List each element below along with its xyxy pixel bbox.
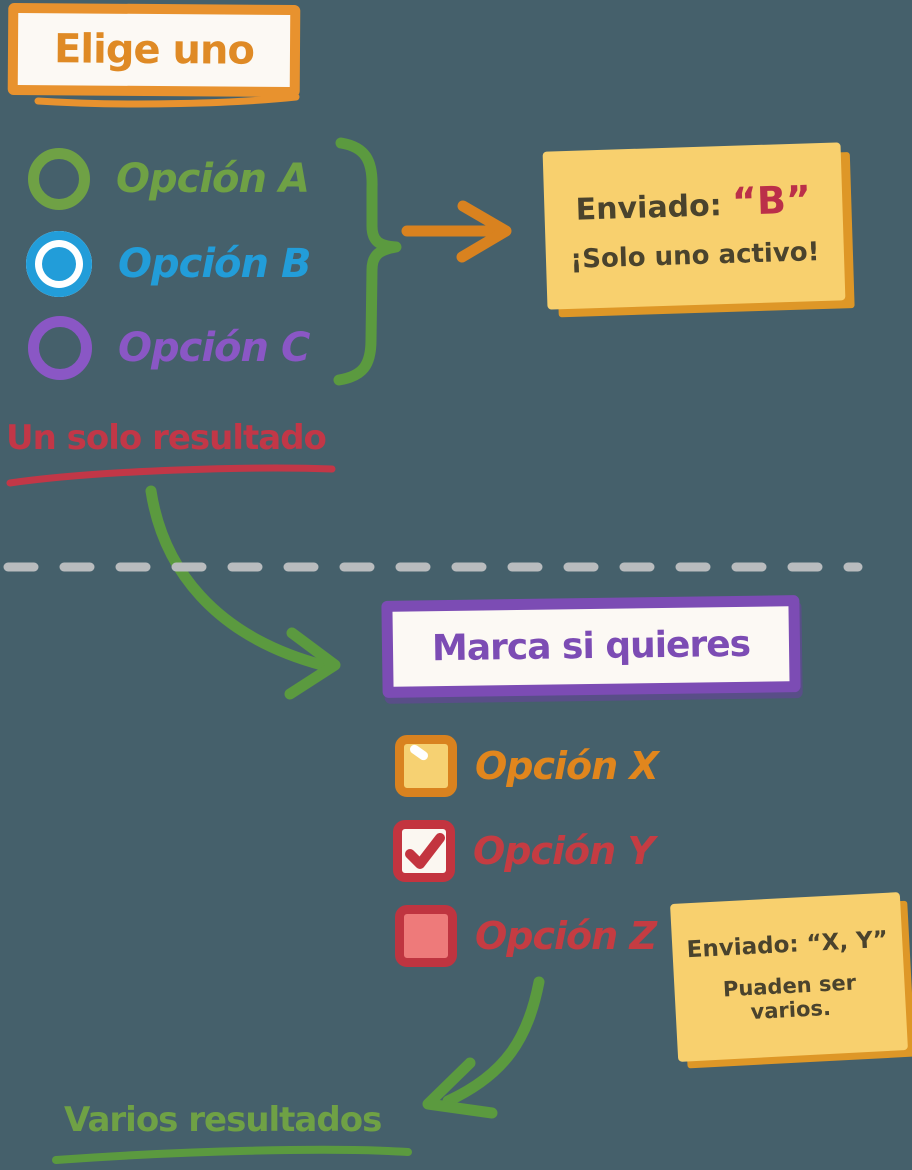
single-choice-title-label: Elige uno <box>53 26 255 74</box>
submission-note-single: Enviado: “B” ¡Solo uno activo! <box>542 142 846 310</box>
caption-multiple-results: Varios resultados <box>64 1100 382 1140</box>
note-single-label: Enviado: <box>575 188 723 228</box>
multi-choice-title: Marca si quieres <box>381 595 801 698</box>
checkbox-filled-icon[interactable] <box>395 905 457 967</box>
note-single-line1: Enviado: “B” <box>575 177 812 228</box>
multi-choice-title-label: Marca si quieres <box>431 623 751 670</box>
radio-row-option-c[interactable]: Opción C <box>28 316 310 380</box>
note-multi-line1: Enviado: “X, Y” <box>686 926 889 964</box>
radio-row-option-b[interactable]: Opción B <box>26 231 311 297</box>
checkbox-option-z-label[interactable]: Opción Z <box>475 914 657 958</box>
curved-arrow-left-icon <box>442 976 545 1107</box>
checkbox-option-x-label[interactable]: Opción X <box>475 744 659 788</box>
brace-icon <box>333 137 402 386</box>
submission-note-multi: Enviado: “X, Y” Puaden ser varios. <box>670 892 908 1062</box>
checkbox-option-y-label[interactable]: Opción Y <box>473 829 655 873</box>
title-underline-scribble <box>34 93 300 108</box>
arrow-right-head-icon <box>456 200 512 263</box>
radio-selected-icon[interactable] <box>26 231 92 297</box>
radio-row-option-a[interactable]: Opción A <box>28 148 310 210</box>
curved-arrow-down-icon <box>145 485 328 671</box>
checkbox-highlighted-icon[interactable] <box>395 735 457 797</box>
radio-unselected-icon[interactable] <box>28 316 92 380</box>
curved-arrow-down-head-icon <box>284 627 341 700</box>
checkbox-gleam-mark <box>408 743 430 762</box>
note-single-value: “B” <box>731 177 812 224</box>
radio-unselected-icon[interactable] <box>28 148 90 210</box>
check-mark-icon <box>405 833 445 869</box>
checkbox-row-option-z[interactable]: Opción Z <box>395 905 657 967</box>
radio-option-c-label[interactable]: Opción C <box>118 325 310 371</box>
note-single-detail: ¡Solo uno activo! <box>569 237 820 275</box>
caption-single-result: Un solo resultado <box>6 418 327 458</box>
checkbox-checked-icon[interactable] <box>393 820 455 882</box>
single-choice-title: Elige uno <box>7 2 301 98</box>
curved-arrow-left-head-icon <box>422 1057 498 1119</box>
checkbox-row-option-y[interactable]: Opción Y <box>393 820 655 882</box>
checkbox-row-option-x[interactable]: Opción X <box>395 735 659 797</box>
caption-multi-underline <box>52 1145 412 1164</box>
note-multi-line2: Puaden ser varios. <box>722 970 857 1025</box>
radio-option-b-label[interactable]: Opción B <box>118 241 311 287</box>
caption-single-underline <box>6 464 336 487</box>
radio-option-a-label[interactable]: Opción A <box>116 156 310 202</box>
